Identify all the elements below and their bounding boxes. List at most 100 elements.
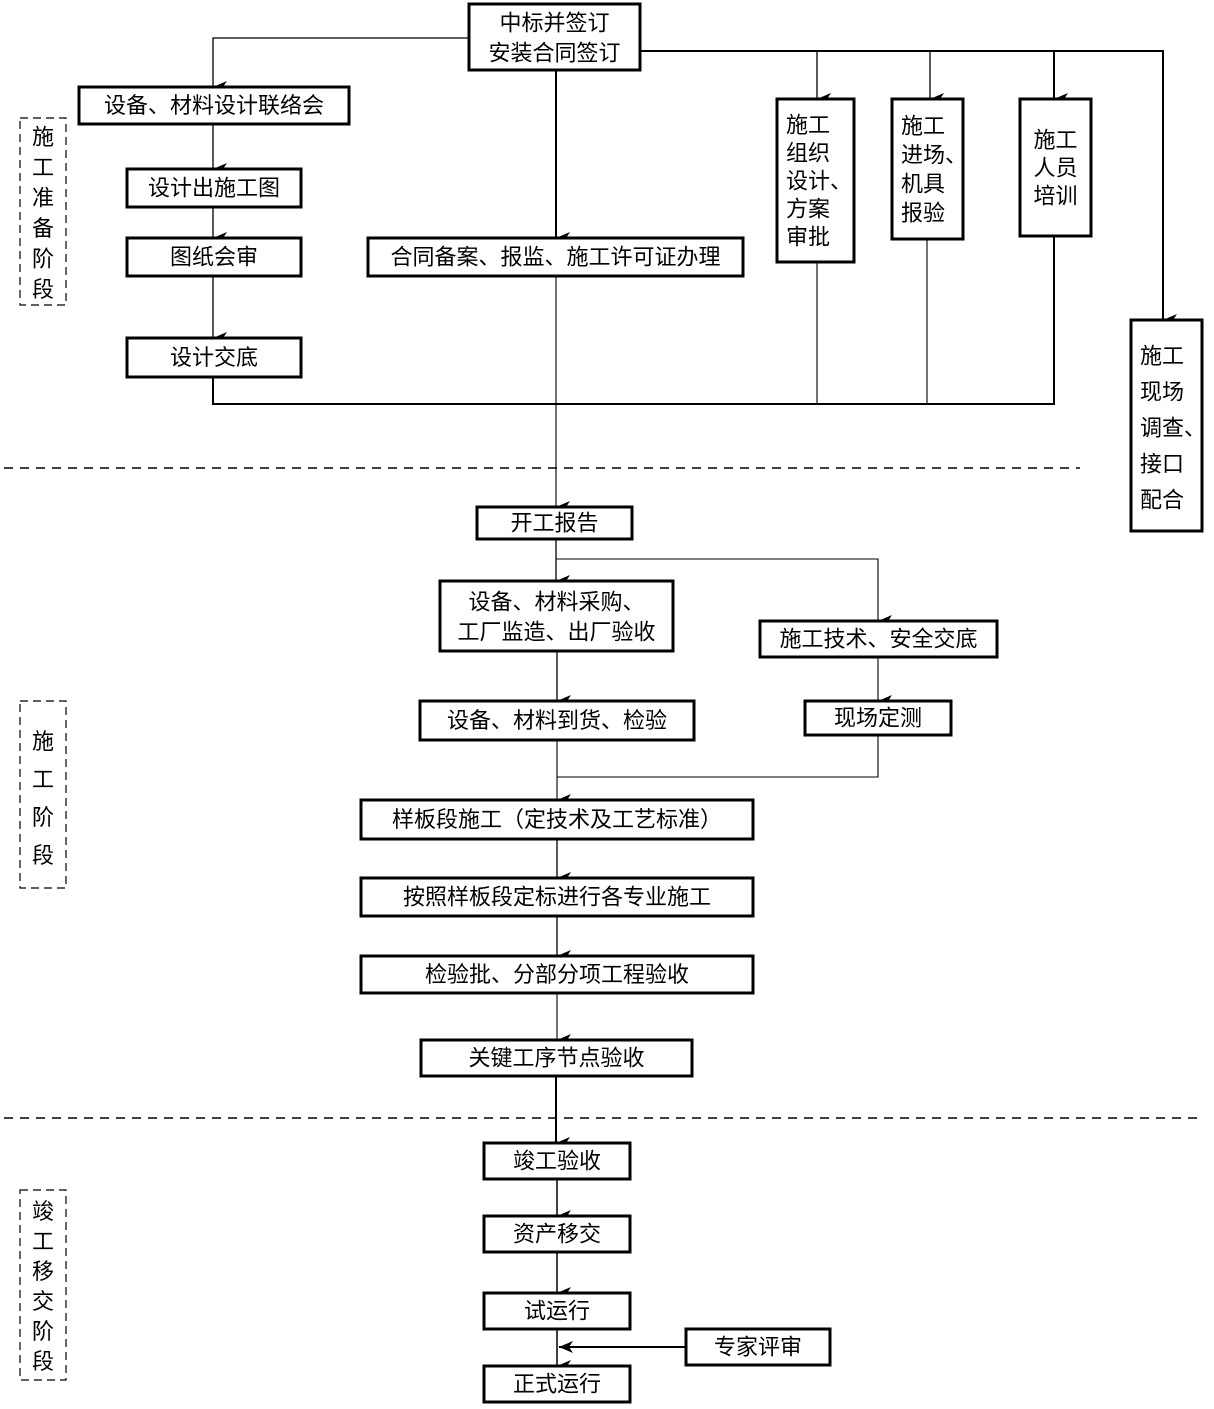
- node-box: [890, 97, 965, 241]
- node-label: 施工: [1033, 128, 1077, 153]
- node-label: 合同备案、报监、施工许可证办理: [390, 245, 720, 270]
- stage-prep: 施工准备阶段: [19, 117, 67, 306]
- node-box: [125, 236, 303, 278]
- connector-bid-right-bus: [640, 50, 1177, 326]
- node-label: 图纸会审: [170, 245, 258, 270]
- node-box: [366, 236, 745, 278]
- node-label: 组织: [786, 141, 830, 166]
- node-box: [438, 579, 675, 653]
- node-label: 培训: [1033, 184, 1077, 209]
- node-box: [1129, 318, 1204, 533]
- node-label: 设计出施工图: [148, 176, 280, 201]
- node-label: 正式运行: [513, 1372, 601, 1397]
- node-label: 中标并签订: [499, 11, 609, 36]
- node-expert: 专家评审: [684, 1327, 832, 1367]
- connector-start-to-tech-brief: [556, 558, 892, 627]
- node-label: 设备、材料到货、检验: [447, 709, 667, 734]
- node-label: 报验: [901, 202, 945, 227]
- node-label: 施工: [786, 113, 830, 138]
- node-asset: 资产移交: [482, 1214, 632, 1254]
- node-key-nodes: 关键工序节点验收: [419, 1038, 694, 1078]
- node-sample: 样板段施工（定技术及工艺标准）: [359, 798, 755, 841]
- node-arrival: 设备、材料到货、检验: [418, 699, 696, 742]
- node-inspection: 检验批、分部分项工程验收: [359, 954, 755, 995]
- node-design-liaison: 设备、材料设计联络会: [77, 85, 351, 126]
- connectors: [212, 37, 1177, 1372]
- stage-frame: [19, 1189, 67, 1381]
- node-label: 现场定测: [834, 706, 922, 731]
- node-disclosure: 设计交底: [125, 336, 303, 379]
- node-label: 设备、材料设计联络会: [104, 94, 324, 119]
- node-label: 安装合同签订: [488, 41, 620, 66]
- node-label: 检验批、分部分项工程验收: [425, 963, 689, 988]
- node-label: 试运行: [524, 1299, 590, 1324]
- stage-construction: 施工阶段: [19, 700, 67, 889]
- stage-label: 竣工移交阶段: [32, 1200, 54, 1375]
- connector-stakeout-merge: [557, 735, 879, 778]
- node-label: 设计交底: [170, 346, 258, 371]
- node-procure: 设备、材料采购、工厂监造、出厂验收: [438, 579, 675, 653]
- node-box: [125, 336, 303, 379]
- node-label: 接口: [1140, 453, 1184, 478]
- node-drawings: 设计出施工图: [125, 167, 303, 209]
- node-box: [482, 1291, 632, 1331]
- node-box: [125, 167, 303, 209]
- node-label: 竣工验收: [513, 1149, 601, 1174]
- node-label: 关键工序节点验收: [468, 1046, 644, 1071]
- node-box: [775, 97, 856, 264]
- node-label: 施工: [1140, 345, 1184, 370]
- node-trial: 试运行: [482, 1291, 632, 1331]
- node-label: 调查、: [1140, 417, 1206, 442]
- node-label: 开工报告: [510, 511, 598, 536]
- node-box: [475, 505, 634, 541]
- node-label: 机具: [901, 173, 945, 198]
- node-tech-brief: 施工技术、安全交底: [758, 619, 999, 659]
- node-completion: 竣工验收: [482, 1141, 632, 1181]
- node-label: 样板段施工（定技术及工艺标准）: [392, 808, 722, 833]
- stage-label: 施工准备阶段: [32, 125, 54, 303]
- node-box: [77, 85, 351, 126]
- node-box: [359, 798, 755, 841]
- node-box: [482, 1141, 632, 1181]
- stage-handover: 竣工移交阶段: [19, 1189, 67, 1381]
- node-box: [803, 699, 953, 737]
- node-label: 现场: [1140, 381, 1184, 406]
- node-label: 审批: [786, 225, 830, 250]
- node-box: [418, 699, 696, 742]
- node-label: 专家评审: [714, 1335, 802, 1360]
- node-stakeout: 现场定测: [803, 699, 953, 737]
- node-label: 资产移交: [513, 1222, 601, 1247]
- node-start: 开工报告: [475, 505, 634, 541]
- node-label: 方案: [786, 197, 830, 222]
- connector-prep-collector: [212, 236, 1055, 405]
- node-box: [684, 1327, 832, 1367]
- node-box: [482, 1364, 632, 1404]
- node-box: [359, 876, 755, 918]
- node-box: [419, 1038, 694, 1078]
- stage-label: 施工阶段: [32, 730, 54, 869]
- node-label: 工厂监造、出厂验收: [457, 620, 655, 645]
- node-operation: 正式运行: [482, 1364, 632, 1404]
- node-label: 进场、: [901, 144, 967, 169]
- node-specialty: 按照样板段定标进行各专业施工: [359, 876, 755, 918]
- connector-bid-to-design-liaison: [212, 37, 469, 93]
- node-review: 图纸会审: [125, 236, 303, 278]
- node-filing: 合同备案、报监、施工许可证办理: [366, 236, 745, 278]
- node-label: 人员: [1033, 156, 1077, 181]
- node-box: [1018, 97, 1093, 238]
- node-label: 配合: [1140, 489, 1184, 514]
- node-label: 施工技术、安全交底: [779, 627, 977, 652]
- node-label: 设计、: [786, 169, 852, 194]
- stage-dividers: [4, 467, 1200, 1119]
- node-label: 施工: [901, 115, 945, 140]
- node-label: 设备、材料采购、: [468, 590, 644, 615]
- node-box: [359, 954, 755, 995]
- node-box: [758, 619, 999, 659]
